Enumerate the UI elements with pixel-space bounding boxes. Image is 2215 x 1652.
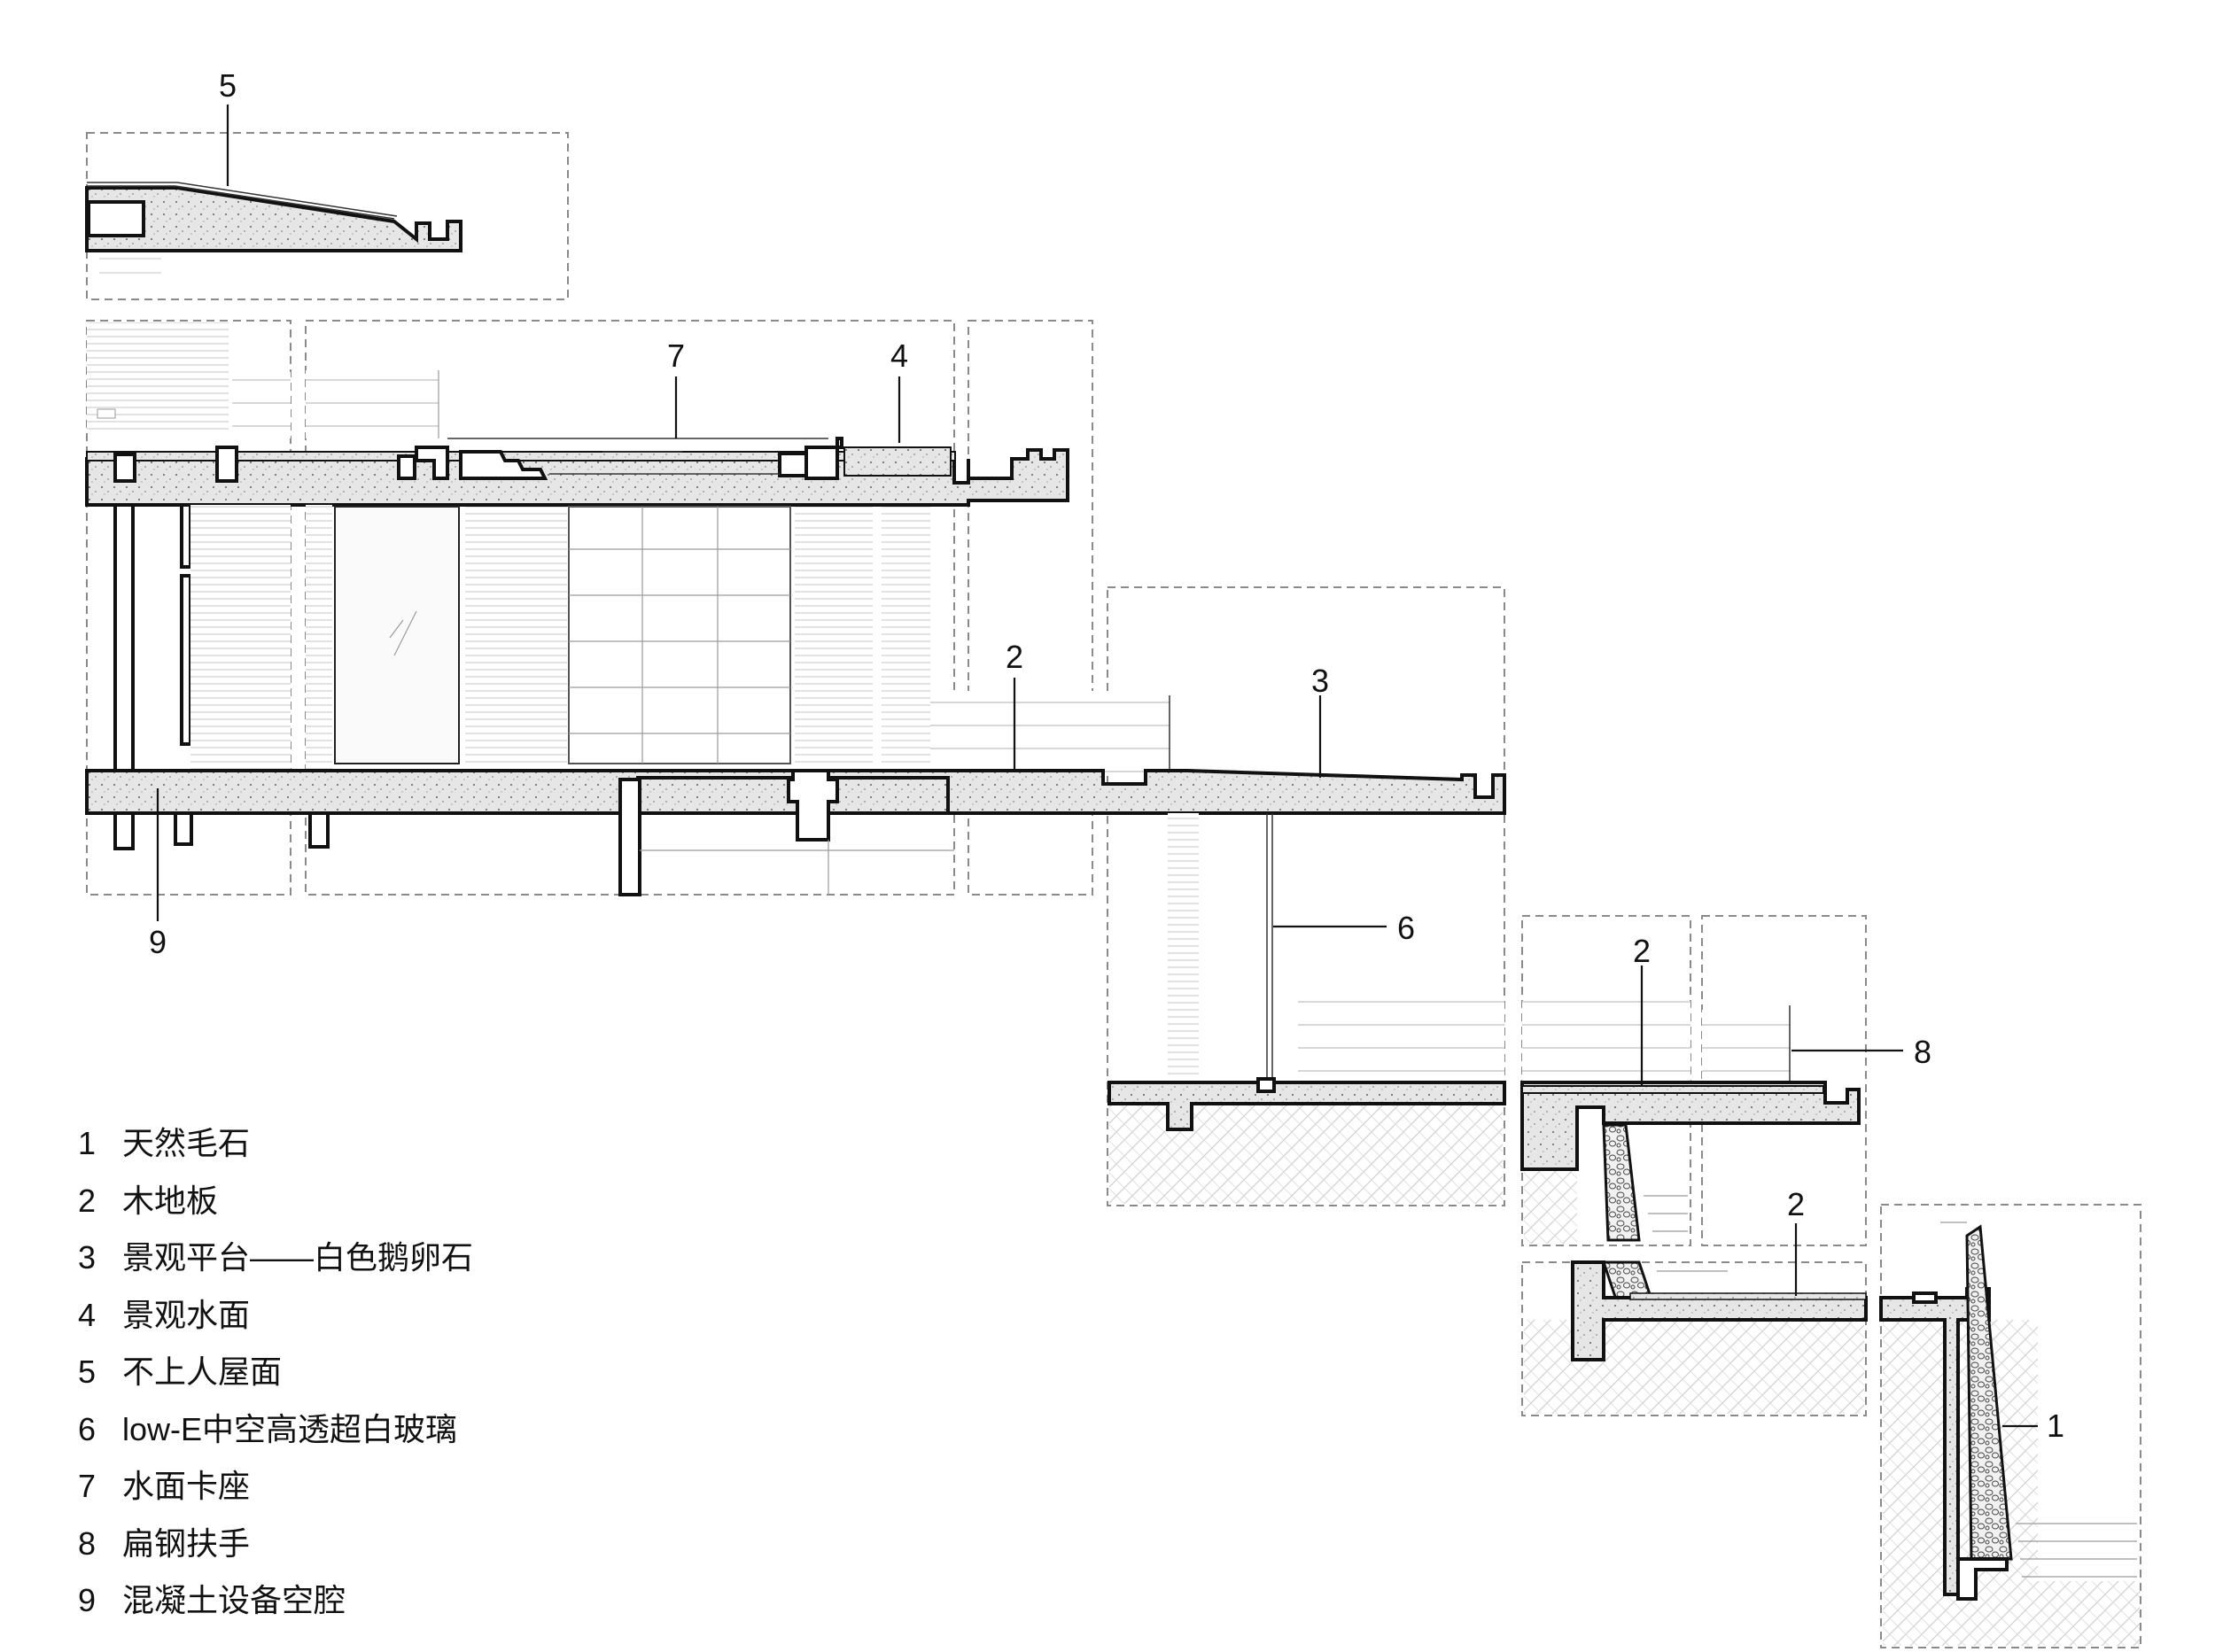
roof-detail [85, 182, 462, 276]
legend-item: 7 水面卡座 [78, 1461, 698, 1518]
legend-item: 8 扁钢扶手 [78, 1518, 698, 1576]
frame-stone-wall [1880, 1204, 2141, 1648]
legend-item: 5 不上人屋面 [78, 1346, 698, 1404]
legend-text: 景观平台——白色鹅卵石 [122, 1239, 474, 1276]
deck-section [1520, 1001, 1861, 1244]
legend-number: 8 [78, 1524, 97, 1562]
frame-deck-b [1701, 915, 1867, 1246]
stone-wall-section [1879, 1222, 2140, 1646]
legend-item: 6 low-E中空高透超白玻璃 [78, 1404, 698, 1462]
lower-deck-section [1524, 1260, 1868, 1414]
legend-item: 2 木地板 [78, 1175, 698, 1233]
callout-3: 3 [1311, 663, 1329, 699]
legend-number: 7 [78, 1468, 97, 1504]
legend-text: 木地板 [122, 1182, 219, 1219]
upper-roof-slab [85, 322, 1069, 507]
legend-number: 6 [78, 1410, 97, 1447]
legend-text: 混凝土设备空腔 [122, 1582, 346, 1618]
callout-2-upper: 2 [1006, 639, 1023, 675]
frame-platform [1107, 586, 1505, 1206]
legend-item: 3 景观平台——白色鹅卵石 [78, 1232, 698, 1290]
callout-5: 5 [219, 67, 237, 104]
legend-number: 3 [78, 1239, 97, 1276]
callout-2-lower: 2 [1787, 1186, 1805, 1222]
legend-text: 不上人屋面 [122, 1353, 283, 1390]
callout-2-deck: 2 [1633, 933, 1651, 969]
leader-lines [156, 105, 2038, 1428]
legend-number: 4 [78, 1296, 97, 1333]
frame-right-section [968, 320, 1093, 896]
frame-left-section [86, 320, 291, 896]
legend-number: 2 [78, 1182, 97, 1219]
legend-number: 9 [78, 1582, 97, 1618]
frame-lower-deck [1521, 1261, 1867, 1416]
legend-number: 5 [78, 1353, 97, 1390]
callout-7: 7 [667, 337, 685, 374]
callout-1: 1 [2047, 1408, 2064, 1444]
callout-9: 9 [149, 924, 167, 960]
interior-elevation [113, 503, 930, 772]
legend-item: 9 混凝土设备空腔 [78, 1575, 698, 1633]
legend-text: 水面卡座 [122, 1468, 251, 1504]
callout-6: 6 [1397, 910, 1415, 946]
platform-section [1108, 813, 1506, 1204]
legend-item: 4 景观水面 [78, 1290, 698, 1347]
legend: 1 天然毛石 2 木地板 3 景观平台——白色鹅卵石 4 景观水面 5 不上人屋面 6 lo… [78, 1118, 698, 1633]
legend-text: low-E中空高透超白玻璃 [122, 1410, 458, 1447]
middle-floor-slab [85, 691, 1506, 896]
legend-item: 1 天然毛石 [78, 1118, 698, 1175]
legend-text: 扁钢扶手 [122, 1524, 251, 1562]
callout-4: 4 [890, 337, 908, 374]
callout-8: 8 [1914, 1034, 1931, 1070]
legend-number: 1 [78, 1125, 97, 1161]
legend-text: 景观水面 [122, 1296, 251, 1333]
legend-text: 天然毛石 [122, 1125, 251, 1161]
